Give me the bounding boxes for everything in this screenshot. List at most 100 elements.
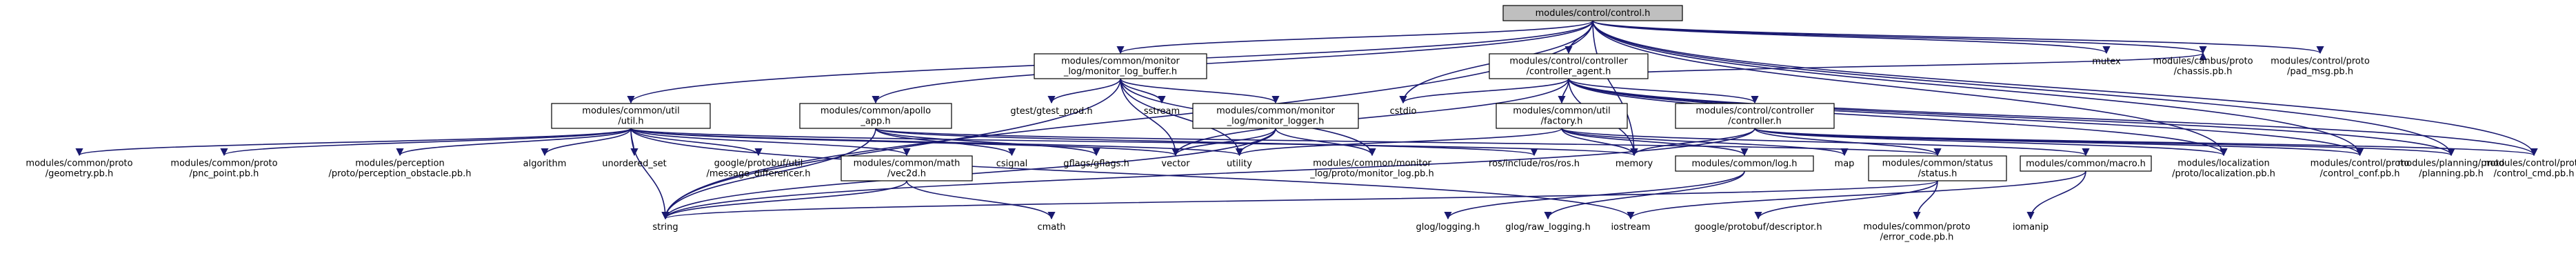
node-status[interactable]: modules/common/status/status.h [1868,155,2007,181]
node-factory[interactable]: modules/common/util/factory.h [1496,103,1628,129]
node-label-monlogbuf: _log/monitor_log_buffer.h [1063,67,1177,77]
edge-apolloapp-to-string [661,128,876,220]
node-memory: memory [1616,159,1653,169]
node-label-percobst: /proto/perception_obstacle.pb.h [329,169,472,179]
node-label-factory: modules/common/util [1513,106,1610,117]
edge-util-to-algorithm [541,128,632,157]
node-percobst: modules/perception/proto/perception_obst… [329,159,472,179]
node-macro[interactable]: modules/common/macro.h [2020,155,2152,172]
node-monlogger[interactable]: modules/common/monitor_log/monitor_logge… [1192,103,1359,129]
node-label-cmath: cmath [1037,222,1065,233]
edge-control-to-controlconf [1592,20,2364,157]
node-label-rosh: ros/include/ros/ros.h [1489,159,1580,169]
edge-control-to-chassis [1592,20,2207,55]
node-label-errorcode: modules/common/proto [1863,222,1970,233]
node-box-factory [1496,103,1628,129]
edge-control-to-controlcmd [1592,20,2538,157]
node-label-cstdio: cstdio [1390,106,1417,117]
node-label-apolloapp: _app.h [860,117,890,127]
node-label-algorithm: algorithm [523,159,567,169]
edge-ctrlagent-to-cstdio [1399,78,1569,104]
node-label-status: /status.h [1918,169,1958,179]
node-label-memory: memory [1616,159,1653,169]
node-label-percobst: modules/perception [355,159,444,169]
edge-util-to-percobst [396,128,632,157]
node-gtest: gtest/gtest_prod.h [1010,106,1092,117]
edge-monlogbuf-to-monlogger [1120,78,1280,104]
node-label-factory: /factory.h [1541,117,1583,127]
node-planning: modules/planning/proto/planning.pb.h [2398,159,2505,179]
node-label-status: modules/common/status [1882,159,1993,169]
node-label-controlconf: modules/control/proto [2311,159,2410,169]
node-label-controlconf: /control_conf.pb.h [2320,169,2400,179]
node-label-control: modules/control/control.h [1536,8,1651,19]
node-label-pncpoint: /pnc_point.pb.h [190,169,259,179]
node-label-map: map [1835,159,1855,169]
node-label-localization: modules/localization [2177,159,2269,169]
node-glog: glog/logging.h [1416,222,1480,233]
node-pncpoint: modules/common/proto/pnc_point.pb.h [170,159,277,179]
node-ctrlagent[interactable]: modules/control/controller/controller_ag… [1489,53,1649,79]
node-label-monlogpb: modules/common/monitor [1313,159,1431,169]
node-label-vector: vector [1161,159,1190,169]
node-label-vec2d: /vec2d.h [887,169,926,179]
node-box-monlogger [1192,103,1359,129]
node-logh[interactable]: modules/common/log.h [1675,155,1814,172]
node-apolloapp[interactable]: modules/common/apollo_app.h [799,103,952,129]
node-label-chassis: /chassis.pb.h [2174,67,2233,77]
edge-apolloapp-to-gflags [875,128,1100,157]
node-label-utility: utility [1227,159,1252,169]
node-label-gtest: gtest/gtest_prod.h [1010,106,1092,117]
node-map: map [1835,159,1855,169]
edge-vec2d-to-string [661,180,907,220]
node-monlogbuf[interactable]: modules/common/monitor_log/monitor_log_b… [1034,53,1207,79]
node-label-logh: modules/common/log.h [1691,159,1797,169]
node-label-monlogger: modules/common/monitor [1216,106,1335,117]
node-csignal: csignal [996,159,1028,169]
edge-factory-to-logh [1561,128,1749,157]
node-label-monlogbuf: modules/common/monitor [1061,57,1180,67]
edge-status-to-descriptor [1754,180,1938,220]
edge-apolloapp-to-csignal [875,128,1016,157]
node-label-geometry: /geometry.pb.h [46,169,114,179]
edge-util-to-string [630,128,670,220]
node-label-localization: /proto/localization.pb.h [2172,169,2275,179]
edge-ctrlagent-to-localization [1568,78,2228,157]
node-box-status [1868,155,2007,181]
edge-util-to-msgdiff [630,128,763,157]
node-util[interactable]: modules/common/util/util.h [551,103,711,129]
edge-util-to-utility [630,128,1243,157]
node-control[interactable]: modules/control/control.h [1502,5,1683,21]
node-label-padmsg: /pad_msg.pb.h [2287,67,2353,77]
node-mutex: mutex [2092,57,2121,67]
node-controller[interactable]: modules/control/controller/controller.h [1675,103,1835,129]
edge-controller-to-string [661,128,1755,220]
node-box-vec2d [841,155,973,181]
node-label-monlogpb: _log/proto/monitor_log.pb.h [1309,169,1434,179]
node-vec2d[interactable]: modules/common/math/vec2d.h [841,155,973,181]
edge-ctrlagent-to-controlconf [1568,78,2364,157]
edge-monlogbuf-to-vector [1120,78,1180,157]
node-geometry: modules/common/proto/geometry.pb.h [26,159,132,179]
edge-controller-to-localization [1754,128,2228,157]
node-controlconf: modules/control/proto/control_conf.pb.h [2311,159,2410,179]
edge-util-to-pncpoint [220,128,632,157]
node-sstream: sstream [1144,106,1180,117]
node-descriptor: google/protobuf/descriptor.h [1694,222,1822,233]
node-label-csignal: csignal [996,159,1028,169]
edge-logh-to-glograw [1544,170,1745,220]
node-label-planning: modules/planning/proto [2398,159,2505,169]
node-iomanip: iomanip [2013,222,2049,233]
node-cmath: cmath [1037,222,1065,233]
node-label-geometry: modules/common/proto [26,159,132,169]
node-label-iomanip: iomanip [2013,222,2049,233]
node-label-util: modules/common/util [582,106,679,117]
edge-control-to-mutex [1592,20,2111,55]
edge-ctrlagent-to-controller [1568,78,1759,104]
edge-ctrlagent-to-vector [1171,78,1569,157]
node-label-glograw: glog/raw_logging.h [1505,222,1590,233]
node-label-controller: /controller.h [1728,117,1782,127]
node-label-controlcmd: modules/control/proto [2484,159,2576,169]
edge-util-to-geometry [75,128,632,157]
